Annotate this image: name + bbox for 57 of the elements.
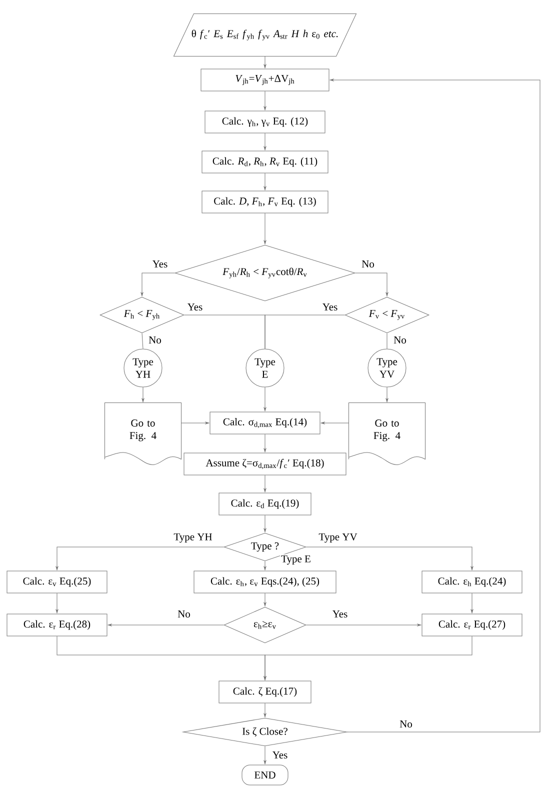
edge-label: Type YH xyxy=(172,532,214,544)
edge-label: No xyxy=(392,336,408,344)
edge-label: Type YV xyxy=(318,532,358,544)
process-box: Calc. ε$_{r}$ Eq.(27) xyxy=(422,614,522,636)
process-box: Calc. ζ Eq.(17) xyxy=(218,680,312,704)
arrow xyxy=(330,78,540,732)
arrow xyxy=(355,272,388,296)
arrow xyxy=(56,593,58,614)
arrow xyxy=(386,387,388,402)
arrow xyxy=(264,56,266,68)
arrow xyxy=(264,746,266,764)
process-box: Calc. D, F$_{h}$, F$_{v}$ Eq. (13) xyxy=(202,190,328,214)
process-box: Calc. ε$_{h}$ Eq.(24) xyxy=(422,570,522,594)
edge-label: Yes xyxy=(151,260,169,268)
document-shape: Go to Fig. 4 xyxy=(348,402,426,465)
arrow xyxy=(264,475,266,492)
process-box: Calc. ε$_{h}$, ε$_{v}$ Eqs.(24), (25) xyxy=(194,570,336,594)
edge-label: Yes xyxy=(331,610,349,618)
arrow xyxy=(320,422,349,424)
arrow xyxy=(264,434,266,452)
process-box: Calc. σ$_{d,max}$ Eq.(14) xyxy=(210,412,320,434)
edge-label: Yes xyxy=(321,302,339,312)
arrow xyxy=(181,422,210,424)
edge-label: Type E xyxy=(280,554,312,566)
process-box: Calc. R$_{d}$, R$_{h}$, R$_{v}$ Eq. (11) xyxy=(202,150,328,174)
edge-label: Yes xyxy=(271,750,289,760)
document-shape: Go to Fig. 4 xyxy=(104,402,182,465)
arrow xyxy=(108,624,224,626)
arrow xyxy=(264,387,266,412)
edge-label: No xyxy=(360,260,376,268)
arrow xyxy=(264,173,266,190)
arrow xyxy=(264,133,266,150)
process-box: Calc. γ$_{h}$, γ$_{v}$ Eq. (12) xyxy=(204,110,326,134)
input-parallelogram: θ f$_{c}$′ E$_{s}$ E$_{sf}$ f$_{yh}$ f$_{yv}$ A$_{str}$ H h ε$_{0}$ etc. xyxy=(174,14,356,56)
edge-label: Yes xyxy=(186,302,204,312)
arrow xyxy=(264,91,266,110)
arrow xyxy=(264,636,472,680)
process-box: Calc. ε$_{r}$ Eq.(28) xyxy=(6,614,108,636)
terminal-box: END xyxy=(242,764,288,786)
process-box: Calc. ε$_{v}$ Eq.(25) xyxy=(6,570,108,594)
edge-label: No xyxy=(176,610,192,618)
arrow xyxy=(470,593,474,614)
process-box: Assume ζ=σ$_{d,max}$/f$_{c}$′ Eq.(18) xyxy=(184,452,346,476)
arrow xyxy=(264,703,266,718)
arrow xyxy=(264,561,266,570)
arrow xyxy=(56,546,224,570)
arrow xyxy=(264,593,266,606)
arrow xyxy=(264,213,266,244)
arrow xyxy=(264,515,266,532)
process-box: Calc. ε$_{d}$ Eq.(19) xyxy=(218,492,312,516)
edge-label: No xyxy=(148,336,162,344)
arrow xyxy=(306,546,474,570)
arrow xyxy=(142,387,144,402)
arrow xyxy=(306,624,422,626)
arrow xyxy=(140,272,175,296)
edge-label: No xyxy=(398,720,414,728)
process-box: V$_{jh}$=V$_{jh}$+ΔV$_{jh}$ xyxy=(200,68,330,92)
